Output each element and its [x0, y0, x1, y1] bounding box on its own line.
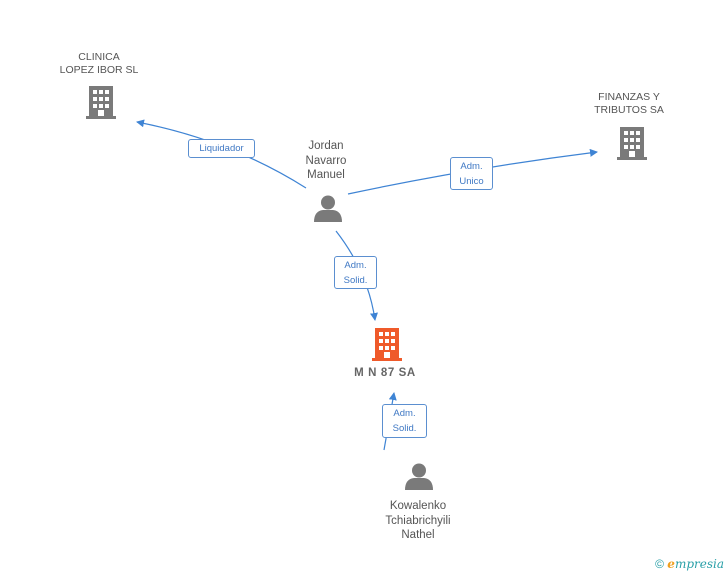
focal-company-label[interactable]: M N 87 SA [340, 367, 430, 380]
edge-label-adm-solid-bottom-line2: Solid. [392, 423, 417, 434]
company-finanzas-line1: FINANZAS Y [598, 91, 660, 103]
person-kowalenko-line2: Tchiabrichyili [385, 514, 451, 527]
brand-rest: mpresia [674, 557, 724, 571]
company-clinica-line2: LOPEZ IBOR SL [59, 64, 139, 76]
brand-logo: empresia [667, 557, 724, 571]
person-icon [314, 195, 342, 222]
footer-brand[interactable]: © empresia [655, 557, 724, 571]
edge-label-adm-unico-line2: Unico [459, 176, 484, 187]
person-jordan-line3: Manuel [307, 169, 345, 181]
edge-label-liquidador-text: Liquidador [199, 143, 244, 154]
edge-label-liquidador: Liquidador [188, 139, 255, 158]
company-finanzas-label[interactable]: FINANZAS Y TRIBUTOS SA [580, 91, 678, 117]
copyright-symbol: © [655, 557, 664, 571]
building-icon [86, 86, 116, 119]
edge-label-adm-solid-bottom-line1: Adm. [393, 408, 416, 419]
edge-label-adm-unico: Adm. Unico [450, 157, 493, 190]
company-clinica-label[interactable]: CLINICA LOPEZ IBOR SL [48, 51, 150, 77]
person-jordan-label[interactable]: Jordan Navarro Manuel [288, 139, 364, 183]
edge-label-adm-solid-top: Adm. Solid. [334, 256, 377, 289]
person-jordan-line2: Navarro [305, 154, 347, 167]
focal-company-name: M N 87 SA [354, 367, 416, 379]
brand-e: e [667, 557, 675, 571]
edge-label-adm-solid-bottom: Adm. Solid. [382, 404, 427, 438]
company-finanzas-line2: TRIBUTOS SA [594, 104, 664, 116]
edge-label-adm-unico-line1: Adm. [460, 161, 483, 172]
company-clinica-line1: CLINICA [78, 51, 120, 63]
focal-building-icon [372, 328, 402, 361]
person-kowalenko-line3: Nathel [401, 529, 435, 541]
edge-label-adm-solid-top-line1: Adm. [344, 260, 367, 271]
person-kowalenko-label[interactable]: Kowalenko Tchiabrichyili Nathel [366, 499, 470, 543]
person-jordan-line1: Jordan [308, 140, 344, 152]
person-icon [405, 463, 433, 490]
building-icon [617, 127, 647, 160]
person-kowalenko-line1: Kowalenko [389, 500, 447, 512]
edge-label-adm-solid-top-line2: Solid. [343, 275, 368, 286]
